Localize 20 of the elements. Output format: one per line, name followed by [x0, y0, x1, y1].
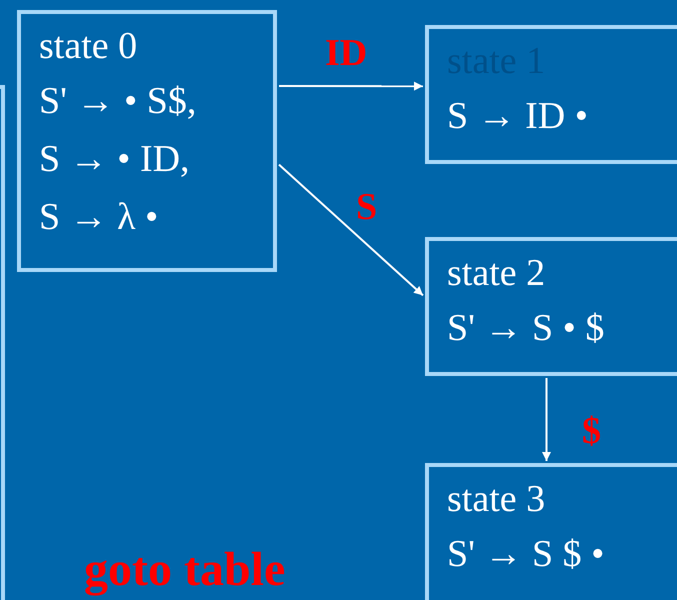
arrow	[279, 82, 423, 91]
state-box	[425, 237, 677, 376]
item-text: S' → S $ •	[447, 532, 604, 577]
item-text: S → • ID,	[39, 137, 190, 182]
state-box	[425, 25, 677, 164]
arrow	[542, 378, 551, 461]
item-text: S' → • S$,	[39, 79, 196, 124]
item-text: S → ID •	[447, 94, 588, 139]
state-title: state 3	[447, 477, 546, 522]
edge-label: S	[356, 188, 378, 226]
caption-text: goto table	[84, 546, 286, 594]
arrow	[278, 164, 424, 296]
state-box	[17, 10, 277, 272]
state-title: state 0	[39, 24, 138, 69]
edge-label: $	[582, 412, 601, 450]
item-text: S → λ •	[39, 195, 158, 240]
state-title: state 2	[447, 251, 546, 296]
edge-label: ID	[325, 34, 368, 72]
state-box	[425, 463, 677, 600]
item-text: S' → S • $	[447, 306, 604, 351]
